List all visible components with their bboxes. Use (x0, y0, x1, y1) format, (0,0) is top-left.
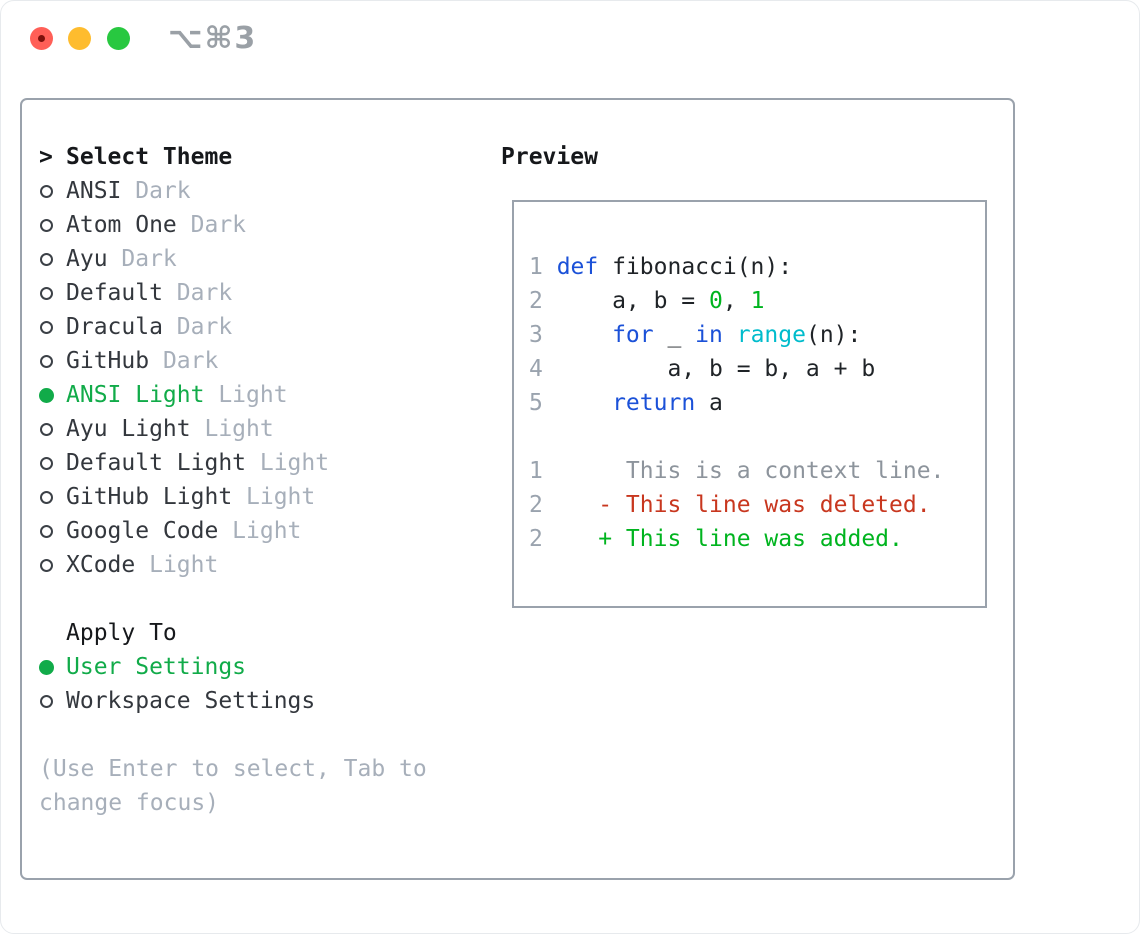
hint-line-1: (Use Enter to select, Tab to (39, 756, 427, 782)
radio-icon (39, 320, 66, 334)
radio-icon (39, 422, 66, 436)
option-label: Workspace Settings (66, 688, 316, 714)
theme-option-github-light[interactable]: GitHub Light Light (39, 480, 489, 514)
option-tag: Dark (176, 280, 233, 306)
line-number: 3 (529, 322, 543, 348)
option-label: ANSI Light (66, 382, 205, 408)
code-line: 2 + This line was added. (529, 522, 985, 556)
apply-option-user-settings[interactable]: User Settings (39, 650, 489, 684)
radio-selected-icon (39, 387, 66, 403)
theme-option-google-code[interactable]: Google Code Light (39, 514, 489, 548)
code-line: 4 a, b = b, a + b (529, 352, 985, 386)
option-tag: Light (232, 518, 302, 544)
radio-icon (39, 524, 66, 538)
theme-option-atom-one[interactable]: Atom One Dark (39, 208, 489, 242)
option-tag: Dark (176, 314, 233, 340)
option-tag: Dark (190, 212, 247, 238)
theme-option-dracula[interactable]: Dracula Dark (39, 310, 489, 344)
theme-option-ansi-light[interactable]: ANSI Light Light (39, 378, 489, 412)
line-number: 1 (529, 458, 543, 484)
option-tag: Light (204, 416, 274, 442)
close-button[interactable] (30, 27, 53, 50)
code-line: 5 return a (529, 386, 985, 420)
hint-line-2: change focus) (39, 790, 220, 816)
option-label: Dracula (66, 314, 163, 340)
select-theme-title: Select Theme (66, 144, 233, 170)
radio-icon (39, 490, 66, 504)
option-label: Default Light (66, 450, 247, 476)
option-label: ANSI (66, 178, 122, 204)
theme-option-github[interactable]: GitHub Dark (39, 344, 489, 378)
option-label: Google Code (66, 518, 219, 544)
line-number: 5 (529, 390, 543, 416)
code-line: 1 This is a context line. (529, 454, 985, 488)
theme-option-ayu-light[interactable]: Ayu Light Light (39, 412, 489, 446)
radio-icon (39, 354, 66, 368)
option-tag: Light (246, 484, 316, 510)
option-tag: Light (259, 450, 330, 476)
radio-icon (39, 184, 66, 198)
apply-option-workspace-settings[interactable]: Workspace Settings (39, 684, 489, 718)
radio-icon (39, 558, 66, 572)
theme-option-xcode[interactable]: XCode Light (39, 548, 489, 582)
code-line: 2 - This line was deleted. (529, 488, 985, 522)
title-bar: ⌥⌘3 (1, 1, 1139, 76)
option-tag: Light (149, 552, 219, 578)
close-dot-icon (38, 35, 45, 42)
line-number: 2 (529, 288, 543, 314)
radio-icon (39, 286, 66, 300)
option-label: GitHub (66, 348, 150, 374)
line-number: 1 (529, 254, 543, 280)
radio-icon (39, 252, 66, 266)
code-line: 3 for _ in range(n): (529, 318, 985, 352)
radio-selected-icon (39, 659, 66, 675)
option-label: Ayu Light (66, 416, 191, 442)
code-line: 2 a, b = 0, 1 (529, 284, 985, 318)
radio-icon (39, 456, 66, 470)
line-number: 2 (529, 526, 543, 552)
zoom-button[interactable] (107, 27, 130, 50)
apply-to-title: Apply To (66, 620, 177, 646)
radio-icon (39, 218, 66, 232)
option-tag: Light (218, 382, 288, 408)
option-label: XCode (66, 552, 136, 578)
option-tag: Dark (121, 246, 177, 272)
spacer (39, 582, 489, 616)
preview-title: Preview (501, 144, 598, 170)
line-number: 4 (529, 356, 543, 382)
option-label: Atom One (66, 212, 177, 238)
option-label: Ayu (66, 246, 108, 272)
minimize-button[interactable] (68, 27, 91, 50)
radio-icon (39, 694, 66, 708)
theme-option-ansi[interactable]: ANSI Dark (39, 174, 489, 208)
spacer (39, 718, 489, 752)
code-line (529, 420, 985, 454)
theme-option-default-light[interactable]: Default Light Light (39, 446, 489, 480)
keyboard-shortcut-label: ⌥⌘3 (168, 21, 258, 56)
line-number: 2 (529, 492, 543, 518)
option-tag: Dark (162, 348, 219, 374)
option-tag: Dark (135, 178, 191, 204)
select-theme-header: > Select Theme (39, 140, 489, 174)
option-label: GitHub Light (66, 484, 233, 510)
theme-option-ayu[interactable]: Ayu Dark (39, 242, 489, 276)
option-label: Default (66, 280, 163, 306)
theme-option-default[interactable]: Default Dark (39, 276, 489, 310)
apply-to-header: Apply To (39, 616, 489, 650)
option-label: User Settings (66, 654, 247, 680)
focus-chevron-icon: > (39, 144, 53, 170)
